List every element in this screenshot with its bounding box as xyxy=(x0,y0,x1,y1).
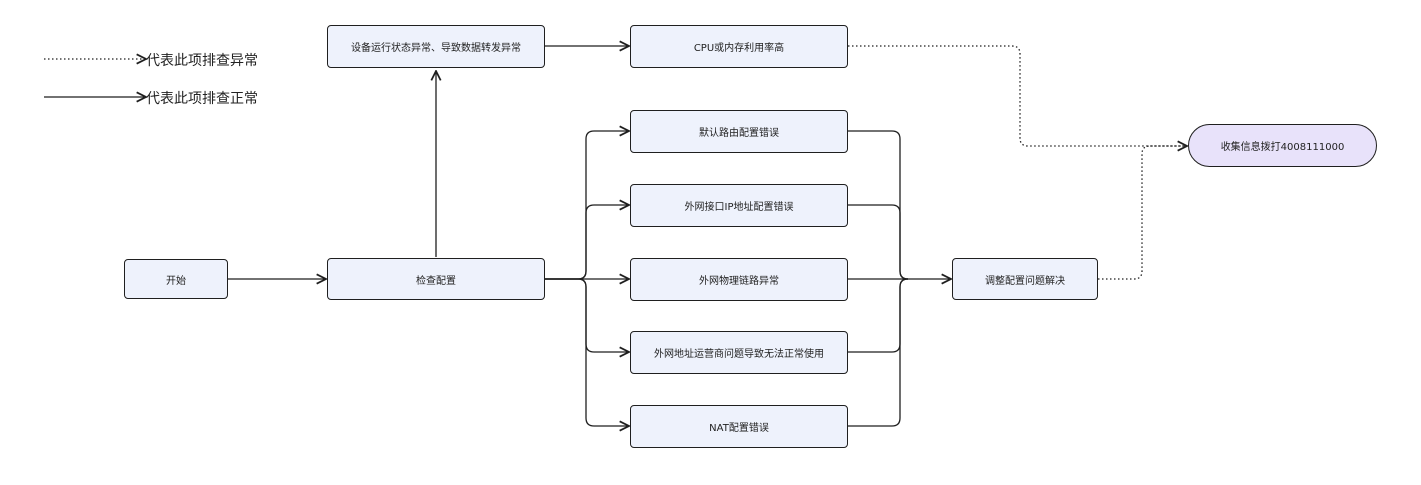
edge-check-to-wan-ip xyxy=(545,205,629,280)
node-start: 开始 xyxy=(124,259,228,299)
node-check-config: 检查配置 xyxy=(327,258,545,300)
node-nat: NAT配置错误 xyxy=(630,405,848,448)
legend-solid-label: 代表此项排查正常 xyxy=(146,91,258,107)
node-adjust-config: 调整配置问题解决 xyxy=(952,258,1098,300)
edge-check-to-nat xyxy=(545,278,629,426)
node-isp-issue: 外网地址运营商问题导致无法正常使用 xyxy=(630,331,848,374)
legend-dotted-label: 代表此项排查异常 xyxy=(146,53,258,69)
edge-isp-to-adjust xyxy=(848,278,909,353)
edge-wan-ip-to-adjust xyxy=(848,204,909,280)
edge-check-to-isp xyxy=(545,278,629,352)
node-collect-info: 收集信息拨打4008111000 xyxy=(1188,124,1377,167)
edge-cpu-to-collect xyxy=(848,45,1187,146)
node-wan-ip: 外网接口IP地址配置错误 xyxy=(630,184,848,227)
node-default-route: 默认路由配置错误 xyxy=(630,110,848,153)
node-physical-link: 外网物理链路异常 xyxy=(630,258,848,301)
node-cpu-high: CPU或内存利用率高 xyxy=(630,25,848,68)
edge-nat-to-adjust xyxy=(848,278,909,427)
node-device-abnormal: 设备运行状态异常、导致数据转发异常 xyxy=(327,25,545,68)
edge-adjust-to-collect xyxy=(1098,145,1187,280)
